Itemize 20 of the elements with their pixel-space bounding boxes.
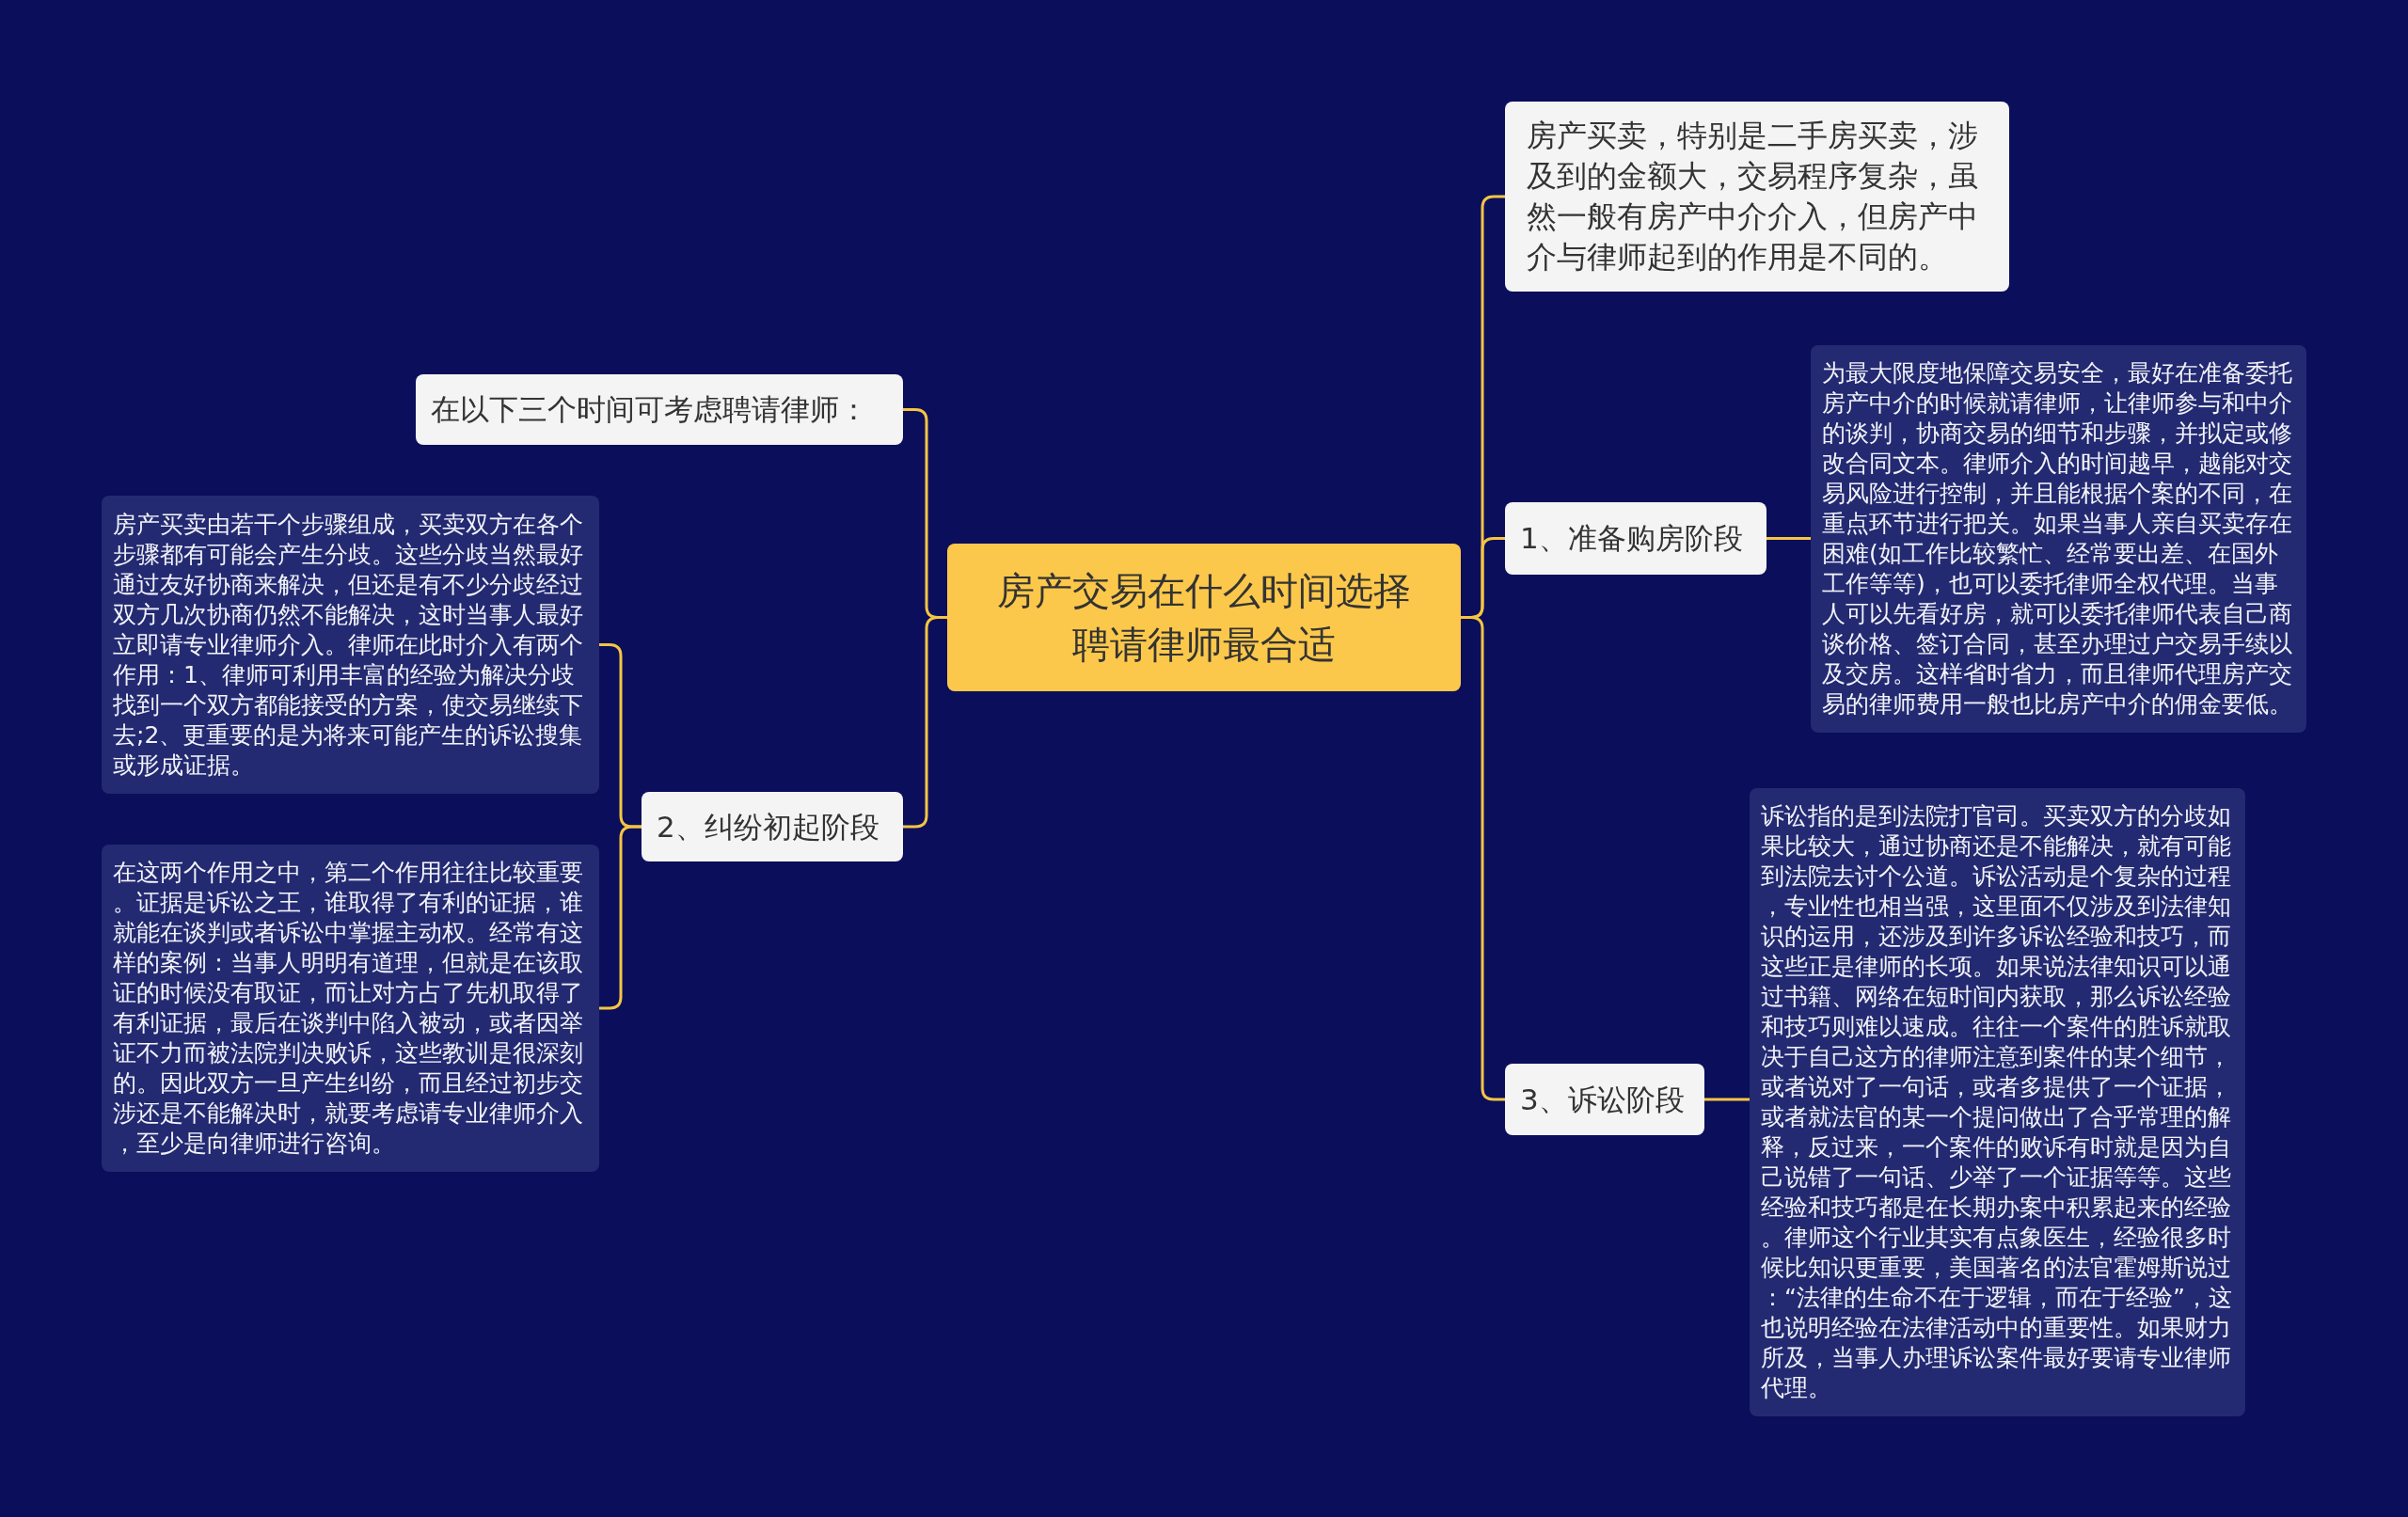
branch-label: 2、纠纷初起阶段 [657, 808, 880, 845]
branch-card [642, 792, 903, 861]
connector-line [1704, 1098, 1750, 1101]
branch-label: 1、准备购房阶段 [1520, 520, 1744, 557]
connector-line [599, 825, 642, 1010]
branch-card [1505, 502, 1766, 575]
branch-card [1505, 1064, 1704, 1135]
note-text: 为最大限度地保障交易安全，最好在准备委托房产中介的时候就请律师，让律师参与和中介的谈判，协商交易的细节和步骤，并拟定或修改合同文本。律师介入的时间越早，越能对交易风险进行控制，并且能根据个案的不同，在重点环节进行把关。如果当事人亲自买卖存在困难(如工作比较繁忙、经常要出差、在国外工作等等)，也可以委托律师全权代理。当事人可以先看好房，就可以委托律师代表自己商谈价格、签订合同，甚至办理过户交易手续以及交房。这样省时省力，而且律师代理房产交易的律师费用一般也比房产中介的佣金要低。 [1822, 358, 2293, 719]
paragraph-text: 房产买卖，特别是二手房买卖，涉及到的金额大，交易程序复杂，虽然一般有房产中介介入，但房产中介与律师起到的作用是不同的。 [1527, 117, 1979, 277]
branch-label: 在以下三个时间可考虑聘请律师： [431, 391, 869, 428]
note-text: 房产买卖由若干个步骤组成，买卖双方在各个步骤都有可能会产生分歧。这些分歧当然最好通过友好协商来解决，但还是有不少分歧经过双方几次协商仍然不能解决，这时当事人最好立即请专业律师介入。律师在此时介入有两个作用：1、律师可利用丰富的经验为解决分歧找到一个双方都能接受的方案，使交易继续下去;2、更重要的是为将来可能产生的诉讼搜集或形成证据。 [113, 509, 584, 781]
branch-label: 3、诉讼阶段 [1520, 1081, 1686, 1118]
topic-title: 房产交易在什么时间选择聘请律师最合适 [996, 567, 1412, 668]
connector-line [1766, 537, 1811, 540]
text-card [1505, 102, 2009, 292]
branch-card [416, 374, 903, 445]
note-text: 在这两个作用之中，第二个作用往往比较重要。证据是诉讼之王，谁取得了有利的证据，谁就能在谈判或者诉讼中掌握主动权。经常有这样的案例：当事人明明有道理，但就是在该取证的时候没有取证，而让对方占了先机取得了有利证据，最后在谈判中陷入被动，或者因举证不力而被法院判决败诉，这些教训是很深刻的。因此双方一旦产生纠纷，而且经过初步交涉还是不能解决时，就要考虑请专业律师介入，至少是向律师进行咨询。 [113, 858, 584, 1159]
connector-line [903, 616, 947, 829]
central-topic-card [947, 544, 1461, 691]
note-text: 诉讼指的是到法院打官司。买卖双方的分歧如果比较大，通过协商还是不能解决，就有可能到法院去讨个公道。诉讼活动是个复杂的过程，专业性也相当强，这里面不仅涉及到法律知识的运用，还涉及到许多诉讼经验和技巧，而这些正是律师的长项。如果说法律知识可以通过书籍、网络在短时间内获取，那么诉讼经验和技巧则难以速成。往往一个案件的胜诉就取决于自己这方的律师注意到案件的某个细节，或者说对了一句话，或者多提供了一个证据，或者就法官的某一个提问做出了合乎常理的解释，反过来，一个案件的败诉有时就是因为自己说错了一句话、少举了一个证据等等。这些经验和技巧都是在长期办案中积累起来的经验。律师这个行业其实有点象医生，经验很多时候比知识更重要，美国著名的法官霍姆斯说过：“法律的生命不在于逻辑，而在于经验”，这也说明经验在法律活动中的重要性。如果财力所及，当事人办理诉讼案件最好要请专业律师代理。 [1761, 801, 2233, 1403]
